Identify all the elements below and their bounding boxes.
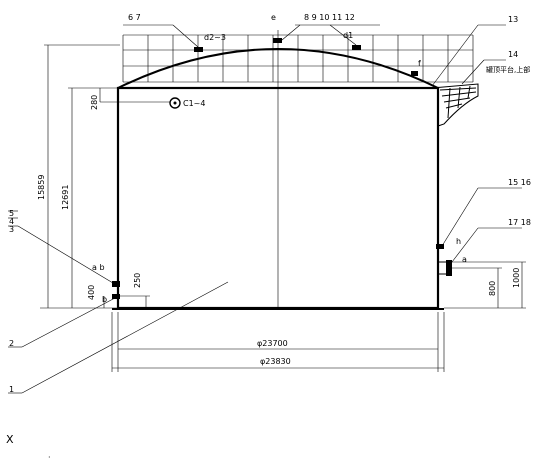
footer-x-mark: X — [6, 433, 14, 446]
dim-250: 250 — [133, 273, 142, 288]
callout-e: e — [271, 13, 276, 22]
callout-5: 5 — [9, 209, 14, 218]
dim-23700: φ23700 — [257, 339, 288, 348]
roof-platform — [431, 83, 479, 127]
nozzle-d2-icon — [194, 47, 203, 52]
footer-dot: · — [48, 453, 51, 462]
dim-1000: 1000 — [512, 268, 521, 288]
callout-15-16: 15 16 — [508, 178, 531, 187]
nozzle-right-a-icon — [446, 260, 452, 276]
nozzle-b-icon — [112, 294, 120, 299]
manway-c1-center-icon — [173, 101, 177, 105]
label-h: h — [456, 237, 461, 246]
callout-4: 4 — [9, 217, 14, 226]
label-a-right: a — [462, 255, 467, 264]
dim-23830: φ23830 — [260, 357, 291, 366]
callout-1: 1 — [9, 385, 14, 394]
left-dimensions — [40, 44, 170, 309]
label-c1-4: C1~4 — [183, 99, 205, 108]
callout-14: 14 — [508, 50, 518, 59]
label-d1: d1 — [343, 31, 353, 40]
label-f: f — [418, 59, 421, 68]
nozzle-h-icon — [436, 244, 444, 249]
nozzle-a-icon — [112, 281, 120, 287]
right-dimensions — [444, 261, 526, 309]
dim-400: 400 — [87, 285, 96, 300]
dim-280: 280 — [90, 95, 99, 110]
dim-15859: 15859 — [37, 175, 46, 200]
callout-3: 3 — [9, 225, 14, 234]
callout-13: 13 — [508, 15, 518, 24]
label-b: b — [102, 295, 107, 304]
nozzle-e-icon — [273, 38, 282, 43]
label-d2-3: d2~3 — [204, 33, 226, 42]
label-a-b: a b — [92, 263, 105, 272]
callout-17-18: 17 18 — [508, 218, 531, 227]
dim-12691: 12691 — [61, 185, 70, 210]
left-leaders — [8, 210, 229, 394]
callout-6-7: 6 7 — [128, 13, 141, 22]
right-leaders — [441, 187, 522, 263]
dim-800: 800 — [488, 281, 497, 296]
nozzle-f-icon — [411, 71, 418, 76]
manway-c1-icon — [169, 97, 181, 109]
top-leaders — [123, 24, 506, 87]
callout-2: 2 — [9, 339, 14, 348]
label-platform: 罐顶平台,上部 — [486, 65, 530, 74]
nozzle-d1-icon — [352, 45, 361, 50]
diameter-dimensions — [111, 312, 445, 372]
callout-8-12: 8 9 10 11 12 — [304, 13, 355, 22]
roof-grid — [122, 34, 474, 83]
